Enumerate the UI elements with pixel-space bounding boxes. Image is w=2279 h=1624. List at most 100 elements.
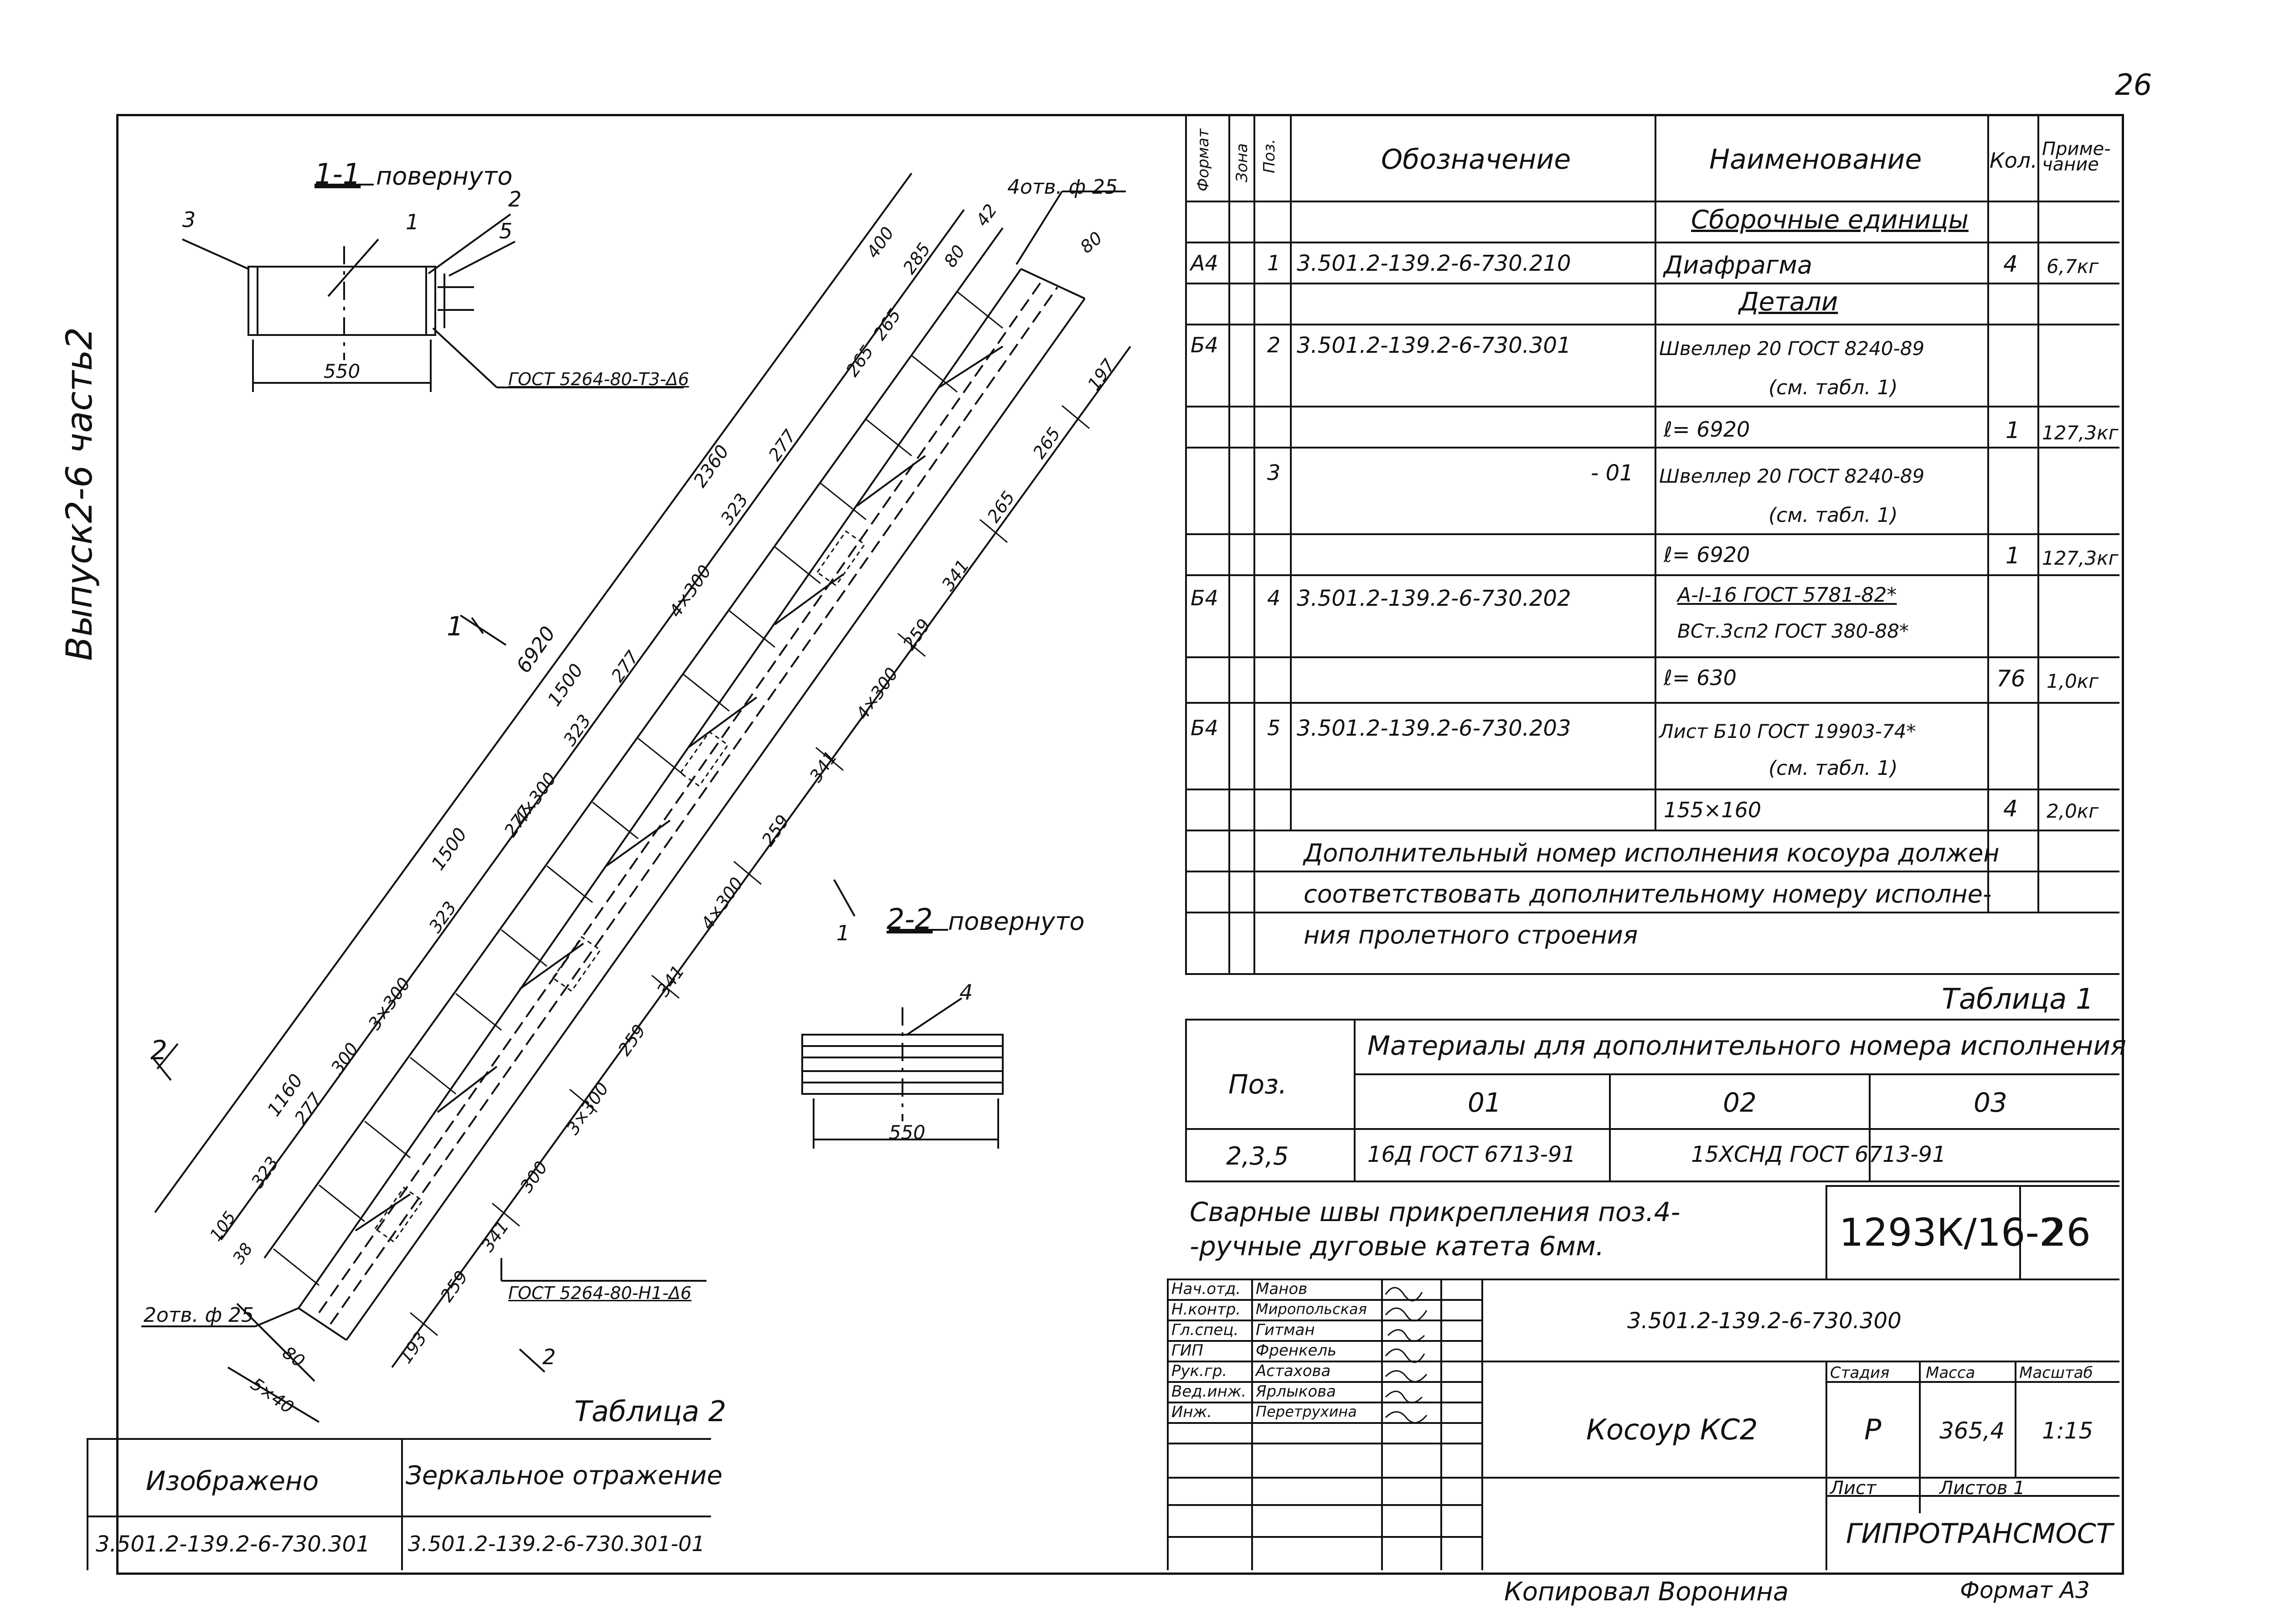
t1-row-02: 15ХСНД ГОСТ 6713-91 — [1691, 1142, 1946, 1167]
holes-bottom: 2отв. ф 25 — [144, 1304, 254, 1327]
note-line-2: соответствовать дополнительному номеру и… — [1304, 880, 1992, 908]
sheets-label: Листов 1 — [1939, 1478, 2025, 1499]
stage-label: Стадия — [1830, 1364, 1890, 1382]
section-2-2-label: повернуто — [948, 907, 1085, 936]
role-3: ГИП — [1171, 1341, 1203, 1360]
t1-row-pos: 2,3,5 — [1226, 1142, 1289, 1170]
row3-ref: (см. табл. 1) — [1769, 504, 1898, 527]
row2-name: Швеллер 20 ГОСТ 8240-89 — [1659, 337, 1925, 360]
weld-note-1: Сварные швы прикрепления поз.4- — [1190, 1196, 1681, 1227]
t1-row-01: 16Д ГОСТ 6713-91 — [1367, 1142, 1576, 1167]
signatures — [1385, 1287, 1428, 1423]
row4-qty: 76 — [1996, 665, 2026, 692]
row2-length: ℓ= 6920 — [1664, 417, 1750, 442]
row5-qty: 4 — [2003, 795, 2018, 822]
row2-note: 127,3кг — [2042, 422, 2119, 444]
role-6: Инж. — [1171, 1403, 1212, 1421]
row5-size: 155×160 — [1664, 798, 1762, 822]
t1-col-03: 03 — [1974, 1087, 2007, 1118]
cut-mark-2: 2 — [150, 1035, 167, 1066]
row3-length: ℓ= 6920 — [1664, 542, 1750, 567]
format-label: Формат А3 — [1960, 1577, 2090, 1603]
callout-3: 3 — [182, 207, 196, 232]
hdr-designation: Обозначение — [1381, 144, 1571, 175]
cut-mark-1: 1 — [447, 611, 464, 642]
role-0: Нач.отд. — [1171, 1280, 1241, 1298]
table2: Изображено Зеркальное отражение 3.501.2-… — [87, 1438, 722, 1570]
row1-format: А4 — [1191, 251, 1218, 275]
row2-format: Б4 — [1191, 333, 1218, 357]
callout-5: 5 — [499, 219, 513, 243]
sheet-number: 26 — [2115, 68, 2152, 102]
row2-designation: 3.501.2-139.2-6-730.301 — [1297, 333, 1571, 358]
drawing-title: Косоур КС2 — [1586, 1413, 1758, 1446]
row2-ref: (см. табл. 1) — [1769, 376, 1898, 399]
row3-designation: - 01 — [1591, 460, 1634, 486]
hdr-note: Приме-чание — [2042, 139, 2111, 175]
row4-steel: ВСт.3сп2 ГОСТ 380-88* — [1677, 620, 1909, 642]
table2-title: Таблица 2 — [574, 1395, 727, 1428]
section-2-2-dim: 550 — [889, 1121, 926, 1144]
row5-designation: 3.501.2-139.2-6-730.203 — [1297, 716, 1571, 741]
t1-col-01: 01 — [1468, 1087, 1501, 1118]
row2-qty: 1 — [2006, 417, 2020, 443]
mass-label: Масса — [1926, 1364, 1975, 1382]
weld-note-2: -ручные дуговые катета 6мм. — [1190, 1231, 1604, 1262]
note-line-1: Дополнительный номер исполнения косоура … — [1304, 839, 2000, 867]
hdr-qty: Кол. — [1990, 148, 2037, 173]
name-2: Гитман — [1256, 1321, 1315, 1339]
row4-format: Б4 — [1191, 586, 1218, 610]
row1-qty: 4 — [2003, 251, 2018, 277]
row3-pos: 3 — [1267, 460, 1281, 485]
organization: ГИПРОТРАНСМОСТ — [1846, 1518, 2113, 1550]
t2-hdr-shown: Изображено — [146, 1465, 319, 1496]
name-3: Френкель — [1256, 1341, 1337, 1360]
scale-value: 1:15 — [2042, 1418, 2093, 1444]
doc-sheet: 26 — [2042, 1210, 2091, 1255]
row4-designation: 3.501.2-139.2-6-730.202 — [1297, 586, 1571, 611]
t2-val-mirror: 3.501.2-139.2-6-730.301-01 — [408, 1531, 705, 1556]
holes-top: 4отв. ф 25 — [1007, 175, 1118, 199]
drawing-frame — [116, 114, 2124, 1575]
scale-label: Масштаб — [2019, 1364, 2093, 1382]
hdr-format: Формат — [1194, 129, 1212, 191]
name-1: Миропольская — [1256, 1300, 1367, 1318]
t2-hdr-mirror: Зеркальное отражение — [406, 1461, 723, 1490]
row4-length: ℓ= 630 — [1664, 665, 1737, 690]
sheet-label: Лист — [1830, 1478, 1877, 1499]
row3-name: Швеллер 20 ГОСТ 8240-89 — [1659, 465, 1925, 487]
name-4: Астахова — [1256, 1362, 1331, 1380]
row4-name: А-I-16 ГОСТ 5781-82* — [1677, 583, 1897, 607]
row1-name: Диафрагма — [1664, 251, 1813, 279]
row5-note: 2,0кг — [2047, 800, 2099, 822]
section-1-1-label: повернуто — [376, 162, 513, 191]
copied-by: Копировал Воронина — [1504, 1577, 1789, 1607]
table1-title: Таблица 1 — [1942, 982, 2094, 1016]
weld-spec-bottom: ГОСТ 5264-80-Н1-Δ6 — [508, 1283, 692, 1303]
row-details: Детали — [1739, 287, 1838, 317]
weld-spec-top: ГОСТ 5264-80-Т3-Δ6 — [508, 369, 689, 389]
row4-pos: 4 — [1267, 586, 1281, 610]
t1-hdr-pos: Поз. — [1228, 1069, 1287, 1100]
section-2-2-mark: 2-2 — [887, 902, 933, 936]
hdr-pos: Поз. — [1260, 139, 1279, 173]
row5-pos: 5 — [1267, 716, 1281, 740]
row5-ref: (см. табл. 1) — [1769, 757, 1898, 780]
name-0: Манов — [1256, 1280, 1308, 1298]
name-6: Перетрухина — [1256, 1403, 1357, 1420]
hdr-name: Наименование — [1709, 144, 1922, 175]
role-5: Вед.инж. — [1171, 1382, 1247, 1401]
mass-value: 365,4 — [1939, 1418, 2005, 1444]
row4-note: 1,0кг — [2047, 670, 2099, 692]
callout-2: 2 — [508, 187, 522, 211]
doc-code: 1293К/16-2 — [1839, 1210, 2064, 1255]
row5-format: Б4 — [1191, 716, 1218, 740]
note-line-3: ния пролетного строения — [1304, 921, 1638, 949]
row3-qty: 1 — [2006, 542, 2020, 569]
role-1: Н.контр. — [1171, 1300, 1241, 1319]
table1: Поз. Материалы для дополнительного номер… — [1185, 1019, 2126, 1183]
row1-designation: 3.501.2-139.2-6-730.210 — [1297, 251, 1571, 276]
role-2: Гл.спец. — [1171, 1321, 1239, 1339]
name-5: Ярлыкова — [1256, 1382, 1336, 1401]
t1-hdr-materials: Материалы для дополнительного номера исп… — [1367, 1030, 2126, 1061]
